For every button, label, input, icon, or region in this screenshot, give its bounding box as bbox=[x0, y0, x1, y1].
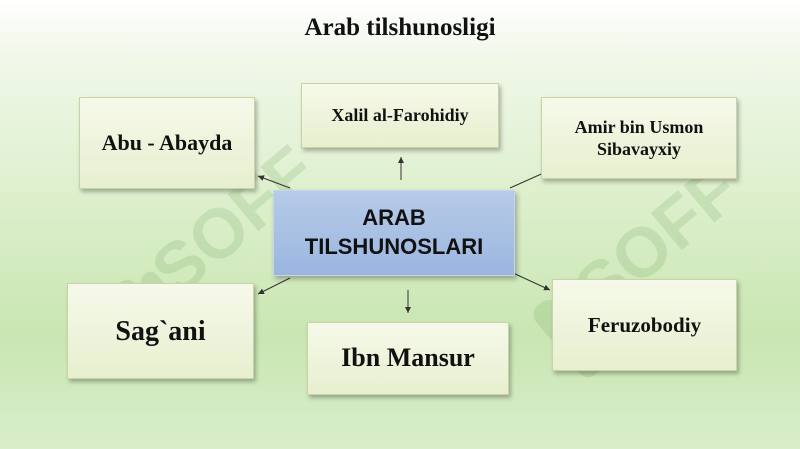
diagram-title: Arab tilshunosligi bbox=[304, 14, 496, 41]
node-amir-label-line1: Amir bin Usmon bbox=[574, 116, 704, 137]
node-ibn-mansur: Ibn Mansur bbox=[307, 322, 509, 395]
center-label-line1: ARAB bbox=[362, 205, 426, 231]
node-feruzobodiy-label: Feruzobodiy bbox=[587, 312, 702, 337]
node-xalil-label: Xalil al-Farohidiy bbox=[331, 105, 469, 126]
arrow-to-abu-abayda bbox=[257, 175, 291, 189]
node-abu-abayda-label: Abu - Abayda bbox=[101, 130, 233, 156]
center-label-line2: TILSHUNOSLARI bbox=[304, 234, 484, 259]
arrow-to-sagani bbox=[257, 277, 291, 295]
node-feruzobodiy: Feruzobodiy bbox=[552, 279, 737, 371]
node-abu-abayda: Abu - Abayda bbox=[79, 97, 255, 189]
node-center-arab-tilshunoslari: ARAB TILSHUNOSLARI bbox=[273, 190, 515, 276]
node-amir-label-line2: Sibavayxiy bbox=[596, 139, 682, 159]
node-sagani-label: Sag`ani bbox=[115, 315, 206, 347]
node-xalil-al-farohidiy: Xalil al-Farohidiy bbox=[301, 83, 499, 148]
node-sagani: Sag`ani bbox=[67, 283, 254, 379]
node-amir-bin-usmon: Amir bin Usmon Sibavayxiy bbox=[541, 97, 737, 179]
arrow-to-feruzobodiy bbox=[512, 272, 551, 291]
node-ibn-mansur-label: Ibn Mansur bbox=[341, 343, 475, 373]
